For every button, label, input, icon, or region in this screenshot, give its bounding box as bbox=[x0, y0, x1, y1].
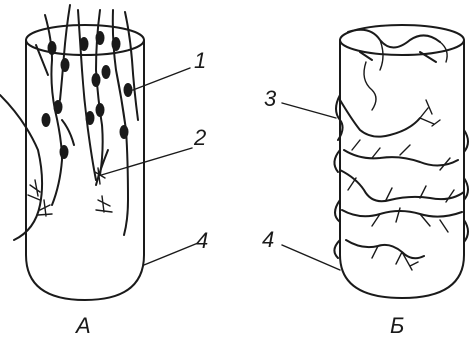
panel-a: 1 2 4 А bbox=[0, 5, 208, 338]
panel-b: 3 4 Б bbox=[262, 25, 468, 338]
callout-4-a: 4 bbox=[196, 228, 208, 253]
panel-b-network bbox=[334, 30, 468, 270]
panel-b-leaders bbox=[282, 103, 340, 270]
panel-a-label: А bbox=[74, 313, 91, 338]
callout-2: 2 bbox=[193, 125, 206, 150]
callout-1: 1 bbox=[194, 48, 206, 73]
panel-b-label: Б bbox=[390, 313, 404, 338]
callout-4-b: 4 bbox=[262, 227, 274, 252]
panel-a-nodules bbox=[42, 31, 133, 159]
panel-a-leaders bbox=[98, 68, 198, 265]
callout-3: 3 bbox=[264, 86, 277, 111]
panel-b-tube bbox=[340, 25, 464, 298]
